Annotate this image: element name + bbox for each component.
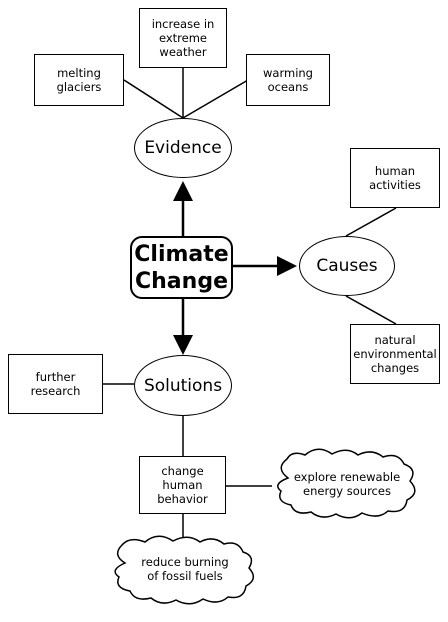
node-change-behavior: change human behavior bbox=[139, 456, 226, 514]
node-explore-renewable: explore renewable energy sources bbox=[293, 470, 401, 498]
node-solutions: Solutions bbox=[134, 355, 232, 416]
node-melting-glaciers: melting glaciers bbox=[34, 54, 124, 106]
node-extreme-weather: increase in extreme weather bbox=[139, 8, 227, 68]
cloud-shape-reduce-burning bbox=[114, 535, 255, 605]
node-warming-oceans: warming oceans bbox=[246, 54, 330, 106]
node-reduce-burning: reduce burning of fossil fuels bbox=[141, 555, 229, 583]
node-further-research: further research bbox=[8, 354, 103, 414]
node-natural-changes: natural environmental changes bbox=[350, 324, 440, 384]
connector-causes-natural-changes bbox=[345, 295, 397, 325]
connector-causes-human-activities bbox=[345, 207, 397, 237]
connector-evidence-warming-oceans bbox=[182, 79, 249, 119]
node-human-activities: human activities bbox=[350, 148, 440, 208]
node-climate-change: Climate Change bbox=[130, 236, 233, 299]
node-causes: Causes bbox=[299, 236, 395, 296]
connector-evidence-melting-glaciers bbox=[123, 79, 184, 119]
cloud-shape-explore-renewable bbox=[277, 448, 416, 519]
node-evidence: Evidence bbox=[134, 118, 232, 178]
